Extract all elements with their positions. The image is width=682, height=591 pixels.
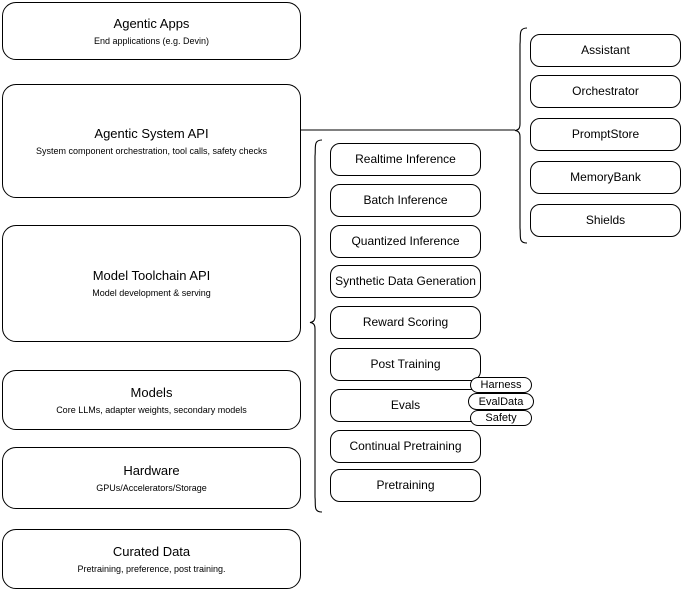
evals-tag-safety[interactable]: Safety	[470, 410, 532, 426]
layer-subtitle: Pretraining, preference, post training.	[77, 563, 226, 574]
evals-tag-evaldata[interactable]: EvalData	[468, 393, 534, 410]
layer-title: Curated Data	[112, 543, 191, 559]
stack-layer-model-toolchain-api[interactable]: Model Toolchain API Model development & …	[2, 225, 301, 342]
stack-layer-curated-data[interactable]: Curated Data Pretraining, preference, po…	[2, 529, 301, 589]
toolchain-brace	[309, 139, 323, 513]
evals-tag-harness[interactable]: Harness	[470, 377, 532, 393]
system-item-orchestrator[interactable]: Orchestrator	[530, 75, 681, 108]
item-label: Post Training	[370, 357, 441, 371]
item-label: Quantized Inference	[351, 234, 460, 248]
layer-subtitle: System component orchestration, tool cal…	[35, 145, 268, 156]
item-label: Orchestrator	[572, 84, 639, 98]
item-label: PromptStore	[571, 127, 640, 141]
item-label: Evals	[390, 398, 421, 412]
layer-title: Models	[130, 384, 173, 400]
item-label: Pretraining	[376, 478, 435, 492]
item-label: Batch Inference	[363, 193, 448, 207]
system-brace	[514, 27, 528, 244]
stack-layer-models[interactable]: Models Core LLMs, adapter weights, secon…	[2, 370, 301, 430]
tag-label: EvalData	[478, 395, 524, 408]
item-label: Synthetic Data Generation	[335, 274, 476, 288]
layer-title: Model Toolchain API	[92, 268, 211, 283]
layer-subtitle: GPUs/Accelerators/Storage	[96, 482, 207, 493]
layer-title: Agentic System API	[94, 125, 209, 141]
toolchain-item-post-training[interactable]: Post Training	[330, 348, 481, 381]
item-label: Realtime Inference	[355, 152, 456, 166]
toolchain-item-continual-pretraining[interactable]: Continual Pretraining	[330, 430, 481, 463]
stack-layer-hardware[interactable]: Hardware GPUs/Accelerators/Storage	[2, 447, 301, 509]
layer-subtitle: Model development & serving	[92, 288, 211, 298]
item-label: Continual Pretraining	[349, 439, 462, 453]
toolchain-item-batch-inference[interactable]: Batch Inference	[330, 184, 481, 217]
toolchain-item-quantized-inference[interactable]: Quantized Inference	[330, 225, 481, 258]
item-label: Assistant	[581, 43, 630, 57]
toolchain-item-synthetic-data-generation[interactable]: Synthetic Data Generation	[330, 265, 481, 298]
toolchain-item-reward-scoring[interactable]: Reward Scoring	[330, 306, 481, 339]
item-label: Shields	[585, 213, 626, 227]
system-item-assistant[interactable]: Assistant	[530, 34, 681, 67]
item-label: Reward Scoring	[362, 315, 449, 329]
toolchain-item-pretraining[interactable]: Pretraining	[330, 469, 481, 502]
tag-label: Harness	[480, 379, 522, 391]
stack-layer-agentic-apps[interactable]: Agentic Apps End applications (e.g. Devi…	[2, 2, 301, 60]
system-item-promptstore[interactable]: PromptStore	[530, 118, 681, 151]
layer-subtitle: Core LLMs, adapter weights, secondary mo…	[56, 404, 247, 415]
layer-title: Hardware	[123, 462, 180, 478]
toolchain-item-realtime-inference[interactable]: Realtime Inference	[330, 143, 481, 176]
stack-layer-agentic-system-api[interactable]: Agentic System API System component orch…	[2, 84, 301, 198]
system-item-memorybank[interactable]: MemoryBank	[530, 161, 681, 194]
layer-title: Agentic Apps	[113, 15, 190, 31]
item-label: MemoryBank	[570, 170, 641, 184]
toolchain-item-evals[interactable]: Evals	[330, 389, 481, 422]
system-item-shields[interactable]: Shields	[530, 204, 681, 237]
layer-subtitle: End applications (e.g. Devin)	[93, 35, 210, 46]
tag-label: Safety	[485, 412, 517, 424]
